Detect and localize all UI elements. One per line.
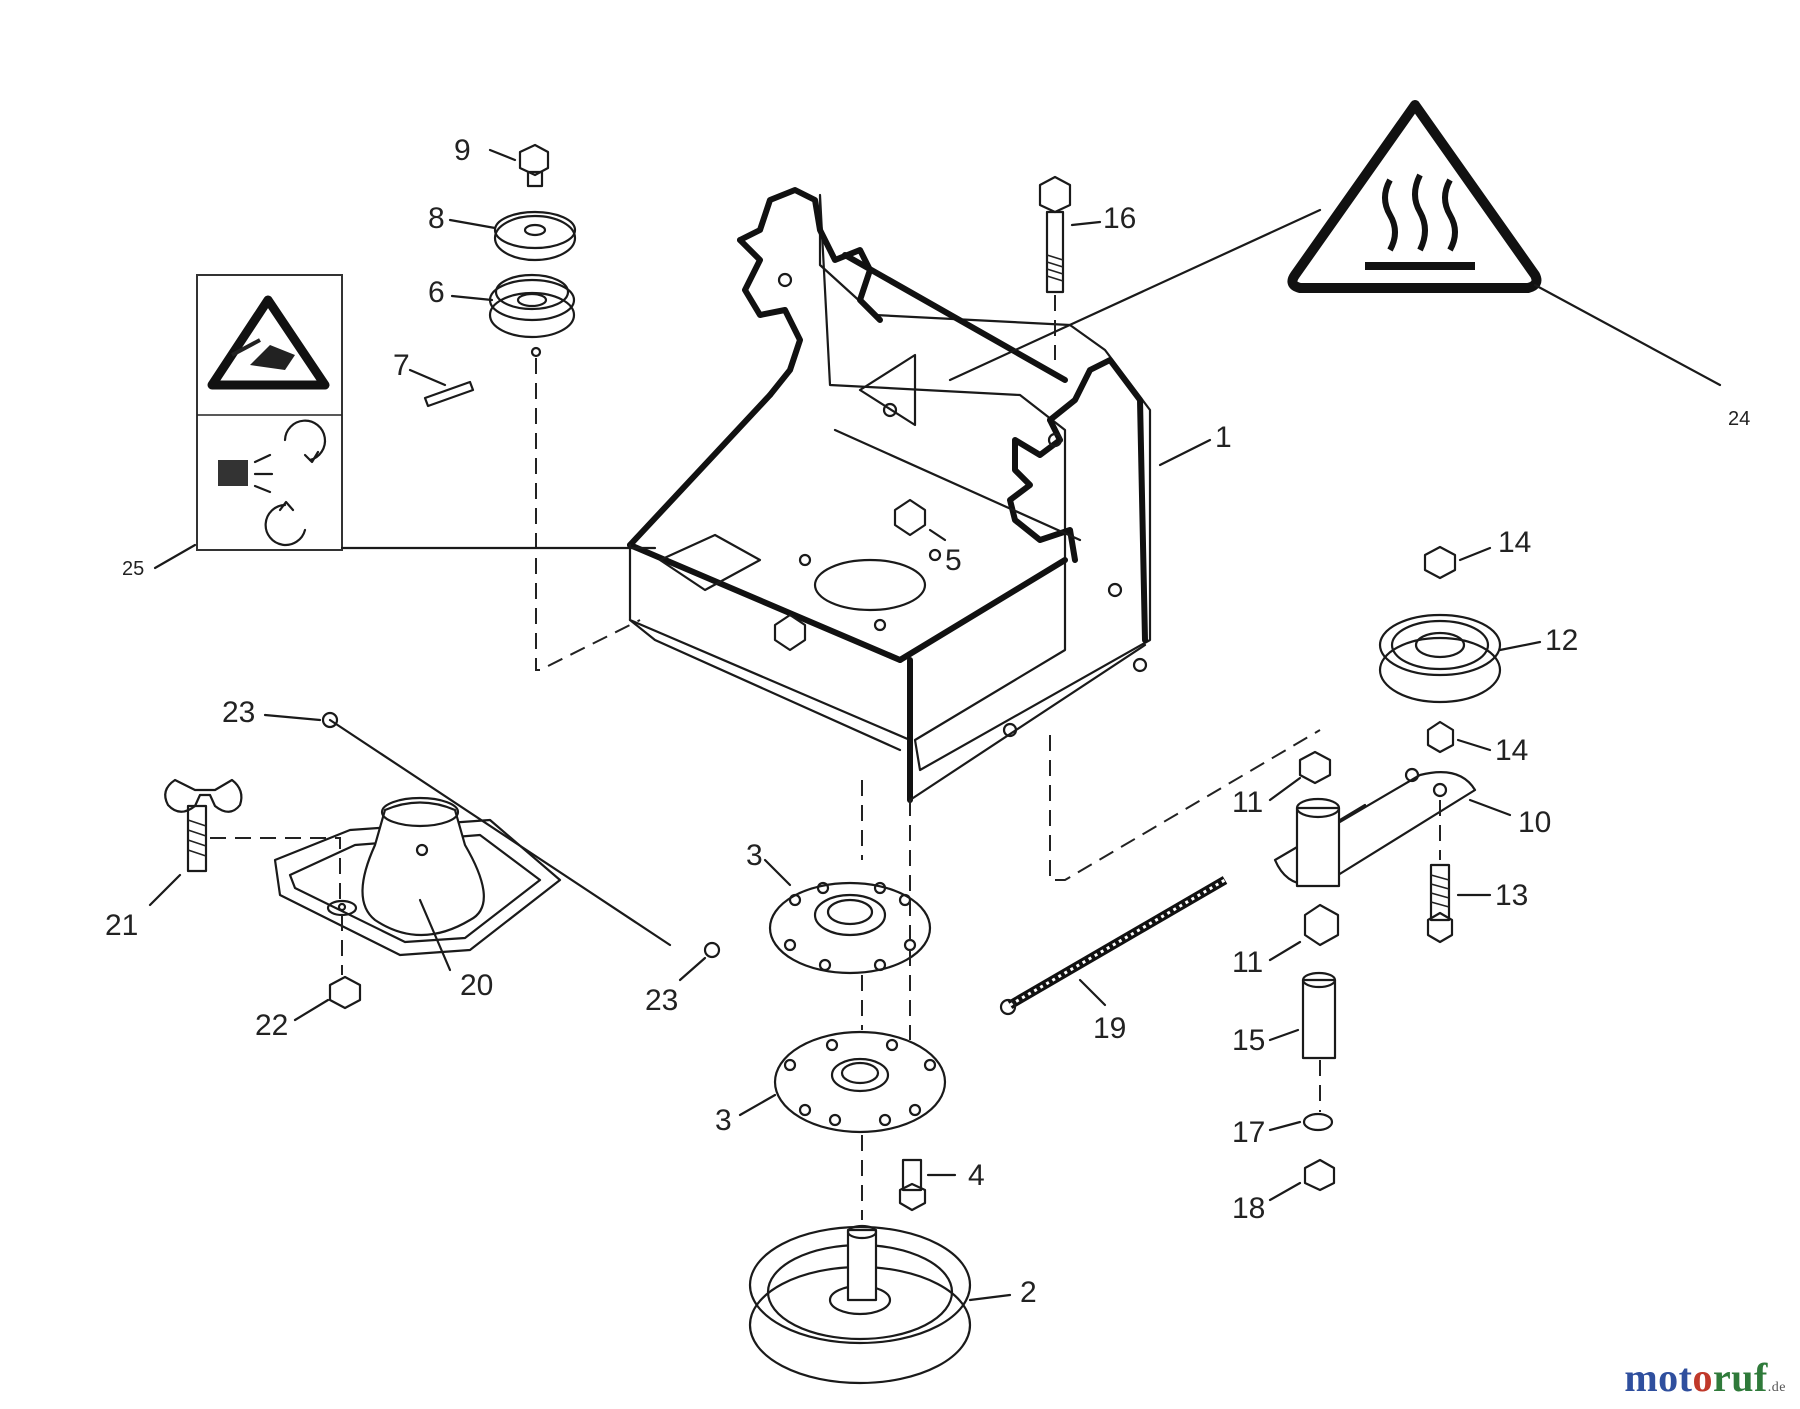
label-part-16: 16 — [1103, 202, 1136, 235]
label-part-22: 22 — [255, 1009, 288, 1042]
decal-panel-part-25 — [153, 274, 657, 570]
label-part-12: 12 — [1545, 624, 1578, 657]
label-part-11-upper: 11 — [1232, 786, 1263, 819]
label-part-13: 13 — [1495, 879, 1528, 912]
label-part-23-upper: 23 — [222, 696, 255, 729]
label-part-2: 2 — [1020, 1276, 1037, 1309]
label-part-4: 4 — [968, 1159, 985, 1192]
label-part-3-upper: 3 — [746, 839, 763, 872]
label-part-14-lower: 14 — [1495, 734, 1528, 767]
watermark-logo: motoruf.de — [1624, 1354, 1786, 1401]
label-part-17: 17 — [1232, 1116, 1265, 1149]
watermark-part-c: ruf — [1712, 1355, 1768, 1400]
label-part-21: 21 — [105, 909, 138, 942]
hot-surface-warning-decal — [948, 100, 1722, 387]
main-bracket — [627, 187, 1152, 803]
label-part-25: 25 — [122, 558, 144, 580]
nut-part-5 — [893, 498, 947, 542]
label-part-10: 10 — [1518, 806, 1551, 839]
label-part-15: 15 — [1232, 1024, 1265, 1057]
part-labels: 1 2 3 3 4 5 6 7 8 9 10 11 11 12 13 14 14… — [105, 134, 1750, 1309]
label-part-24: 24 — [1728, 408, 1750, 430]
label-part-7: 7 — [393, 349, 410, 382]
label-part-5: 5 — [945, 544, 962, 577]
label-part-3-lower: 3 — [715, 1104, 732, 1137]
bearing-plate-upper — [763, 858, 932, 975]
upper-left-stack — [408, 143, 641, 671]
label-part-9: 9 — [454, 134, 471, 167]
damper-assembly — [148, 711, 721, 1022]
label-part-6: 6 — [428, 276, 445, 309]
label-part-20: 20 — [460, 969, 493, 1002]
label-part-1: 1 — [1215, 421, 1232, 454]
spring-part-19 — [999, 876, 1228, 1016]
label-part-19: 19 — [1093, 1012, 1126, 1045]
watermark-suffix: .de — [1767, 1380, 1786, 1395]
bolt-part-4 — [898, 1158, 957, 1212]
watermark-part-b: o — [1692, 1355, 1713, 1400]
label-part-14-upper: 14 — [1498, 526, 1531, 559]
label-part-11-lower: 11 — [1232, 946, 1263, 979]
label-part-23-lower: 23 — [645, 984, 678, 1017]
label-part-18: 18 — [1232, 1192, 1265, 1225]
watermark-part-a: mot — [1624, 1355, 1693, 1400]
bolt-part-16 — [1038, 175, 1102, 360]
nut-front — [773, 613, 807, 652]
label-part-8: 8 — [428, 202, 445, 235]
bearing-plate-lower — [738, 1030, 947, 1134]
idler-arm-assembly — [1049, 545, 1542, 1202]
pulley-part-2 — [748, 1224, 1012, 1385]
